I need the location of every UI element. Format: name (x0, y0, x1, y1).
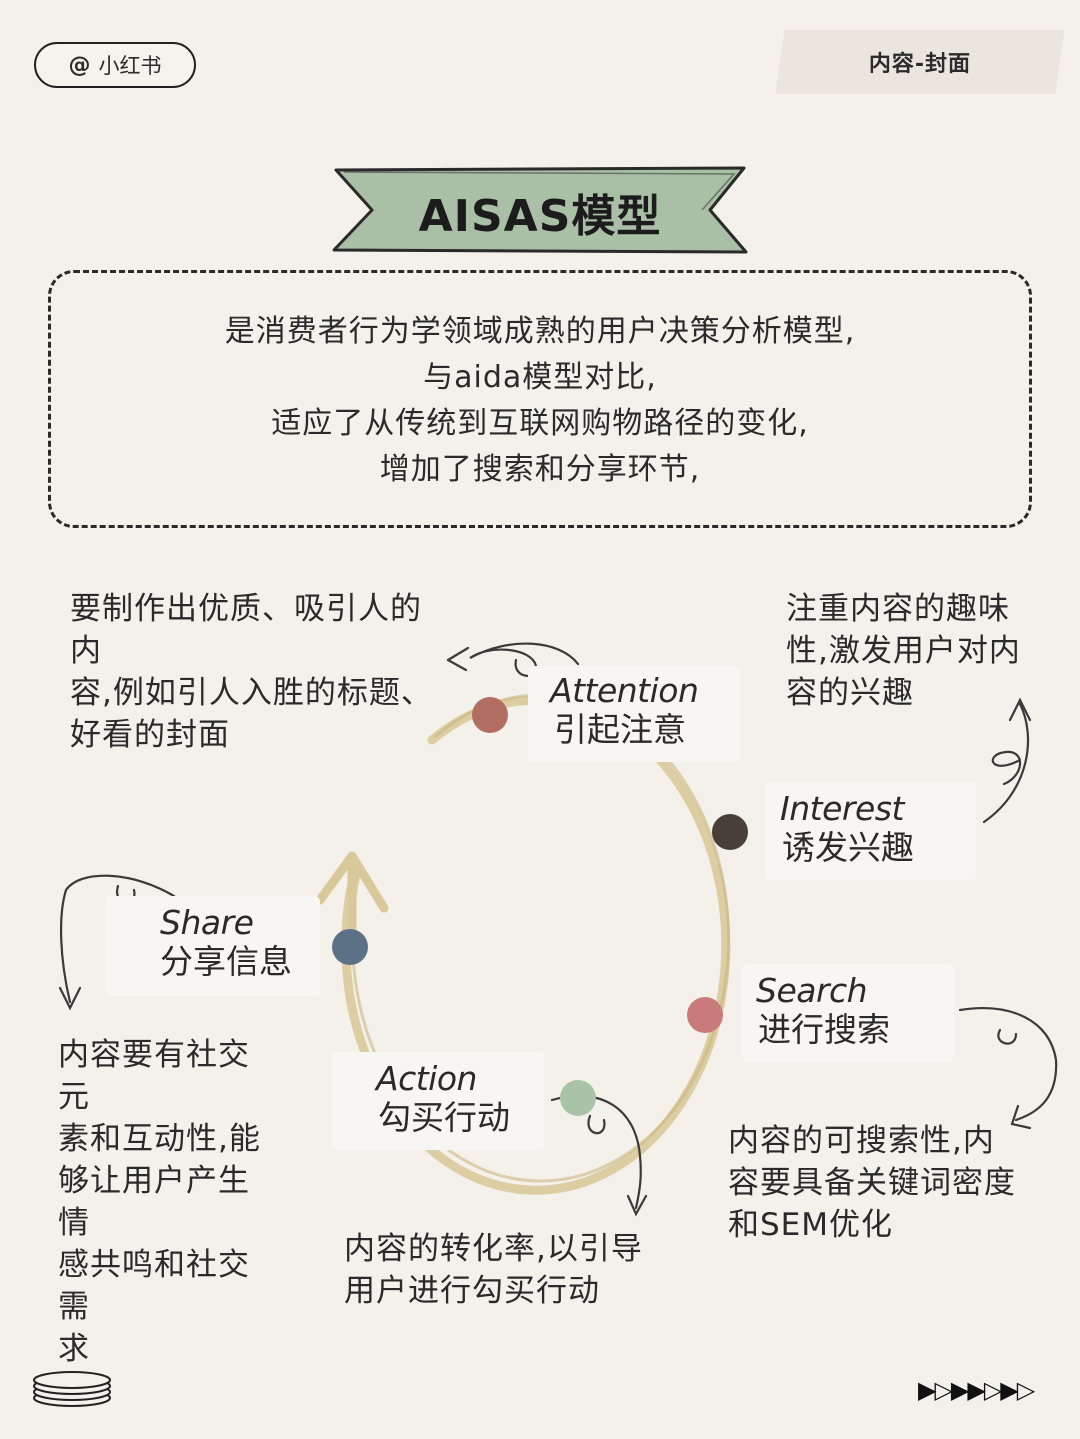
next-arrows-icon: ▶▷▶▶▷▶▷ (918, 1376, 1035, 1404)
search-dot (687, 997, 723, 1033)
description-box (48, 270, 1032, 528)
action-zh-label: 勾买行动 (378, 1098, 510, 1137)
search-zh-label: 进行搜索 (758, 1010, 890, 1049)
share-dot (332, 929, 368, 965)
share-note: 内容要有社交元 素和互动性,能 够让用户产生情 感共鸣和社交需 求 (58, 1034, 278, 1370)
note-line: 素和互动性,能 (58, 1121, 261, 1157)
search-note: 内容的可搜索性,内 容要具备关键词密度 和SEM优化 (728, 1120, 1028, 1246)
note-line: 容要具备关键词密度 (728, 1165, 1016, 1201)
note-line: 用户进行勾买行动 (344, 1273, 600, 1309)
note-line: 求 (58, 1331, 90, 1367)
note-line: 性,激发用户对内 (786, 633, 1021, 669)
attention-note: 要制作出优质、吸引人的内 容,例如引人入胜的标题、 好看的封面 (70, 588, 450, 756)
attention-en-label: Attention (550, 671, 699, 710)
interest-note: 注重内容的趣味 性,激发用户对内 容的兴趣 (786, 588, 1046, 714)
interest-card: Interest 诱发兴趣 (766, 782, 976, 880)
action-note: 内容的转化率,以引导 用户进行勾买行动 (344, 1228, 664, 1312)
note-line: 好看的封面 (70, 717, 230, 753)
share-en-label: Share (160, 903, 254, 942)
coin-stack-icon (33, 1371, 111, 1407)
note-line: 要制作出优质、吸引人的内 (70, 591, 422, 669)
page-title: AISAS模型 (418, 191, 662, 242)
attention-dot (472, 697, 508, 733)
search-card: Search 进行搜索 (742, 964, 954, 1062)
attention-card: Attention 引起注意 (528, 666, 740, 762)
interest-dot (712, 814, 748, 850)
interest-curl-arrow (982, 702, 1030, 824)
title-banner (332, 166, 748, 254)
action-card: Action 勾买行动 (332, 1052, 544, 1150)
at-icon: @ (68, 52, 91, 78)
note-line: 内容的可搜索性,内 (728, 1123, 995, 1159)
note-line: 内容的转化率,以引导 (344, 1231, 643, 1267)
note-line: 容的兴趣 (786, 675, 914, 711)
action-dot (560, 1080, 596, 1116)
interest-en-label: Interest (780, 789, 904, 828)
note-line: 够让用户产生情 (58, 1163, 250, 1241)
share-zh-label: 分享信息 (160, 942, 292, 981)
search-en-label: Search (756, 971, 868, 1010)
account-name: 小红书 (98, 54, 162, 78)
note-line: 内容要有社交元 (58, 1037, 250, 1115)
note-line: 注重内容的趣味 (786, 591, 1010, 627)
description-line: 增加了搜索和分享环节, (379, 452, 701, 487)
description-line: 与aida模型对比, (423, 360, 657, 395)
description-line: 适应了从传统到互联网购物路径的变化, (271, 406, 809, 441)
search-curl-arrow (958, 1007, 1058, 1122)
note-line: 容,例如引人入胜的标题、 (70, 675, 433, 711)
note-line: 感共鸣和社交需 (58, 1247, 250, 1325)
share-card: Share 分享信息 (106, 896, 320, 996)
interest-zh-label: 诱发兴趣 (782, 828, 914, 867)
note-line: 和SEM优化 (728, 1207, 894, 1243)
action-en-label: Action (376, 1059, 477, 1098)
account-handle: @ 小红书 (34, 42, 196, 88)
category-tag: 内容-封面 (868, 52, 972, 77)
attention-zh-label: 引起注意 (554, 710, 686, 749)
description-line: 是消费者行为学领域成熟的用户决策分析模型, (224, 314, 856, 349)
